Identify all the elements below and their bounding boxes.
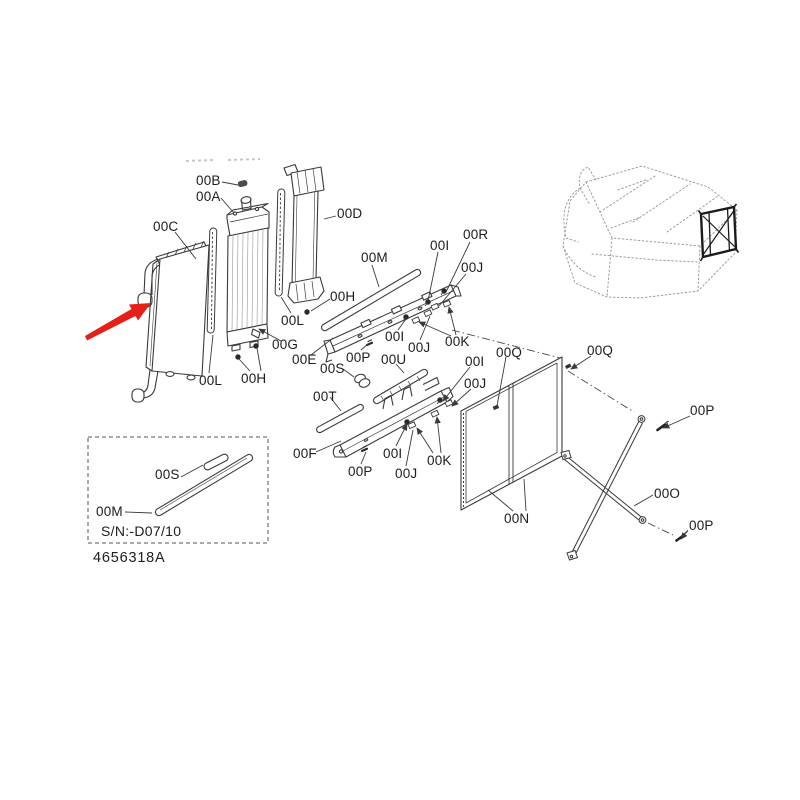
callout-00q-28: 00Q xyxy=(496,345,523,360)
fasteners xyxy=(235,288,454,453)
callout-00l-12: 00L xyxy=(199,373,223,388)
callout-00j-16: 00J xyxy=(408,340,431,355)
callout-00n-30: 00N xyxy=(504,511,530,526)
callout-00a-1: 00A xyxy=(196,189,221,204)
callout-00l-9: 00L xyxy=(281,313,305,328)
callout-00i-5: 00I xyxy=(430,238,450,253)
callout-00s-14: 00S xyxy=(320,361,345,376)
aux-cooler xyxy=(283,163,325,304)
callout-00k-25: 00K xyxy=(427,453,452,468)
seal-strips xyxy=(206,188,286,334)
callout-00j-7: 00J xyxy=(461,260,484,275)
callout-00r-6: 00R xyxy=(463,227,489,242)
lower-mount-rail xyxy=(316,368,454,458)
callout-00i-23: 00I xyxy=(383,446,403,461)
leader-lines xyxy=(124,181,691,540)
callout-00u-20: 00U xyxy=(381,352,407,367)
callout-00c-2: 00C xyxy=(153,219,179,234)
callout-00j-24: 00J xyxy=(395,466,418,481)
callout-00p-22: 00P xyxy=(348,464,373,479)
callout-00t-19: 00T xyxy=(313,389,337,404)
callout-00m-35: 00M xyxy=(96,504,123,519)
callout-00k-17: 00K xyxy=(445,334,470,349)
callout-00g-10: 00G xyxy=(272,337,299,352)
callout-00b-0: 00B xyxy=(196,173,221,188)
serial-note: S/N:-D07/10 xyxy=(101,523,182,539)
callout-00s-34: 00S xyxy=(155,467,180,482)
drawing-number: 4656318A xyxy=(93,550,166,566)
callout-00h-11: 00H xyxy=(241,371,267,386)
oil-cooler xyxy=(131,240,210,403)
assembly-axis-lines xyxy=(451,329,674,536)
callout-00o-32: 00O xyxy=(654,486,681,501)
callout-00p-18: 00P xyxy=(346,350,371,365)
upper-mount-rail xyxy=(320,268,462,363)
machine-ghost-outline xyxy=(562,165,738,299)
callout-00d-3: 00D xyxy=(337,206,363,221)
callout-00j-27: 00J xyxy=(464,376,487,391)
faint-marks xyxy=(185,158,261,162)
callout-00f-21: 00F xyxy=(293,446,317,461)
callout-00i-26: 00I xyxy=(465,354,485,369)
highlight-arrow xyxy=(85,303,151,341)
callout-00i-15: 00I xyxy=(385,329,405,344)
callout-00p-31: 00P xyxy=(690,403,715,418)
callout-00m-4: 00M xyxy=(361,250,388,265)
callout-00e-13: 00E xyxy=(292,352,317,367)
frame-location-highlight xyxy=(697,203,740,262)
radiator xyxy=(226,180,270,352)
callout-00h-8: 00H xyxy=(330,289,356,304)
callout-00q-29: 00Q xyxy=(587,343,614,358)
callout-00p-33: 00P xyxy=(689,518,714,533)
inset-box xyxy=(87,436,269,544)
